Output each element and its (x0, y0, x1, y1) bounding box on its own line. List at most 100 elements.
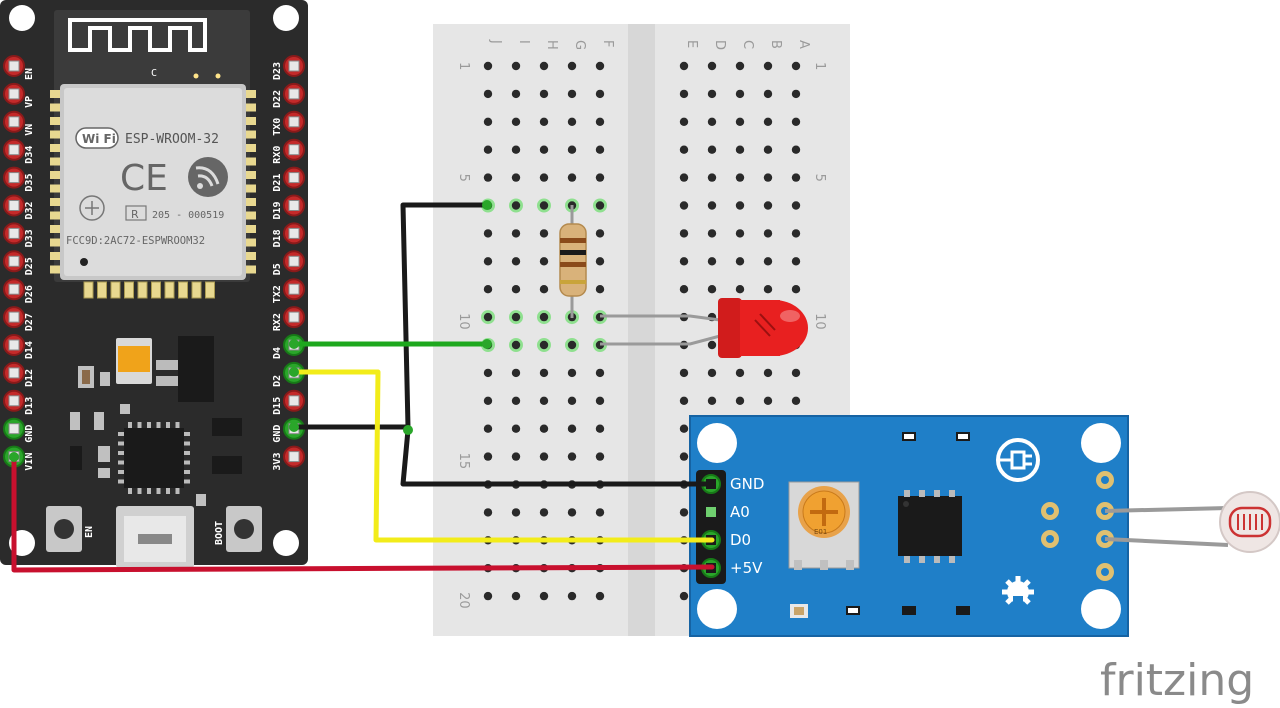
breadboard-hole[interactable] (511, 424, 521, 433)
potentiometer[interactable]: E01 (788, 481, 860, 570)
breadboard-hole[interactable] (511, 591, 521, 601)
breadboard-hole[interactable] (511, 145, 521, 154)
breadboard-hole[interactable] (679, 424, 689, 433)
breadboard-hole[interactable] (511, 452, 521, 461)
breadboard-hole[interactable] (511, 368, 521, 378)
breadboard-hole[interactable] (763, 201, 773, 210)
breadboard-hole[interactable] (567, 591, 577, 601)
breadboard-hole[interactable] (735, 285, 745, 294)
breadboard-hole[interactable] (483, 145, 493, 154)
breadboard-hole[interactable] (595, 452, 605, 461)
breadboard-hole[interactable] (707, 285, 717, 294)
breadboard-hole[interactable] (679, 591, 689, 601)
breadboard-hole[interactable] (539, 424, 549, 433)
breadboard-hole[interactable] (679, 508, 689, 517)
micro-usb-port[interactable] (116, 506, 194, 568)
breadboard-hole[interactable] (511, 201, 521, 210)
breadboard-hole[interactable] (483, 591, 493, 601)
breadboard-hole[interactable] (539, 173, 549, 182)
breadboard-hole[interactable] (511, 89, 521, 99)
breadboard-hole[interactable] (511, 340, 521, 350)
breadboard-hole[interactable] (539, 257, 549, 266)
breadboard-hole[interactable] (595, 508, 605, 517)
breadboard-hole[interactable] (483, 117, 493, 127)
breadboard-hole[interactable] (791, 145, 801, 154)
breadboard-hole[interactable] (511, 312, 521, 322)
breadboard-hole[interactable] (791, 201, 801, 210)
breadboard-hole[interactable] (483, 257, 493, 266)
breadboard-hole[interactable] (567, 396, 577, 405)
breadboard-hole[interactable] (595, 117, 605, 127)
breadboard-hole[interactable] (707, 368, 717, 378)
breadboard-hole[interactable] (567, 173, 577, 182)
breadboard-hole[interactable] (539, 285, 549, 294)
breadboard-hole[interactable] (735, 257, 745, 266)
breadboard-hole[interactable] (511, 257, 521, 266)
breadboard-hole[interactable] (707, 229, 717, 238)
breadboard-hole[interactable] (595, 368, 605, 378)
breadboard-hole[interactable] (791, 396, 801, 405)
breadboard-hole[interactable] (791, 117, 801, 127)
breadboard-hole[interactable] (567, 424, 577, 433)
breadboard-hole[interactable] (791, 285, 801, 294)
breadboard-hole[interactable] (539, 229, 549, 238)
en-button[interactable] (46, 506, 82, 552)
breadboard-hole[interactable] (763, 145, 773, 154)
breadboard-hole[interactable] (735, 145, 745, 154)
breadboard-hole[interactable] (707, 173, 717, 182)
breadboard-hole[interactable] (679, 229, 689, 238)
breadboard-hole[interactable] (735, 229, 745, 238)
breadboard-hole[interactable] (595, 424, 605, 433)
breadboard-hole[interactable] (735, 61, 745, 71)
breadboard-hole[interactable] (679, 285, 689, 294)
breadboard-hole[interactable] (707, 396, 717, 405)
breadboard-hole[interactable] (763, 89, 773, 99)
breadboard-hole[interactable] (595, 396, 605, 405)
breadboard-hole[interactable] (763, 396, 773, 405)
breadboard-hole[interactable] (679, 368, 689, 378)
breadboard-hole[interactable] (483, 452, 493, 461)
breadboard-hole[interactable] (791, 368, 801, 378)
breadboard-hole[interactable] (763, 285, 773, 294)
breadboard-hole[interactable] (567, 340, 577, 350)
breadboard-hole[interactable] (567, 61, 577, 71)
breadboard-hole[interactable] (679, 117, 689, 127)
boot-button[interactable] (226, 506, 262, 552)
breadboard-hole[interactable] (679, 173, 689, 182)
breadboard-hole[interactable] (567, 368, 577, 378)
breadboard-hole[interactable] (539, 61, 549, 71)
breadboard-hole[interactable] (483, 173, 493, 182)
breadboard-hole[interactable] (679, 452, 689, 461)
breadboard-hole[interactable] (595, 201, 605, 210)
breadboard-hole[interactable] (763, 61, 773, 71)
breadboard-hole[interactable] (483, 285, 493, 294)
breadboard-hole[interactable] (735, 368, 745, 378)
breadboard-hole[interactable] (791, 89, 801, 99)
sensor-pin-socket[interactable] (706, 507, 716, 517)
breadboard-hole[interactable] (679, 89, 689, 99)
breadboard-hole[interactable] (595, 89, 605, 99)
breadboard-hole[interactable] (483, 508, 493, 517)
breadboard-hole[interactable] (735, 117, 745, 127)
breadboard-hole[interactable] (483, 89, 493, 99)
breadboard-hole[interactable] (483, 368, 493, 378)
breadboard-hole[interactable] (707, 117, 717, 127)
breadboard-hole[interactable] (595, 173, 605, 182)
breadboard-hole[interactable] (567, 508, 577, 517)
breadboard-hole[interactable] (539, 452, 549, 461)
breadboard-hole[interactable] (595, 591, 605, 601)
breadboard-hole[interactable] (679, 396, 689, 405)
breadboard-hole[interactable] (567, 145, 577, 154)
breadboard-hole[interactable] (791, 61, 801, 71)
breadboard-hole[interactable] (511, 173, 521, 182)
breadboard-hole[interactable] (735, 201, 745, 210)
breadboard-hole[interactable] (539, 89, 549, 99)
breadboard-hole[interactable] (763, 368, 773, 378)
breadboard-hole[interactable] (483, 424, 493, 433)
breadboard-hole[interactable] (567, 89, 577, 99)
breadboard-hole[interactable] (539, 591, 549, 601)
breadboard-hole[interactable] (707, 145, 717, 154)
breadboard-hole[interactable] (539, 368, 549, 378)
breadboard-hole[interactable] (567, 117, 577, 127)
breadboard-hole[interactable] (595, 257, 605, 266)
